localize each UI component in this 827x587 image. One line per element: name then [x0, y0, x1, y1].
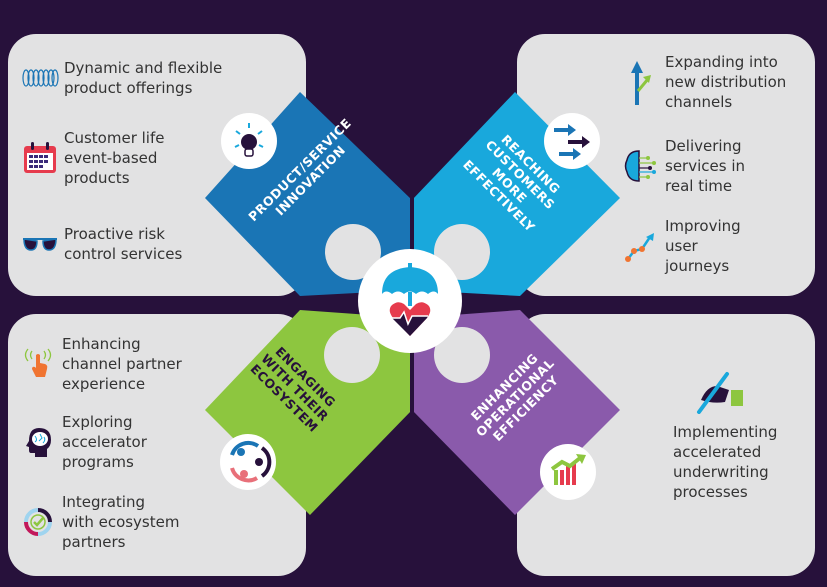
- item-line: Proactive risk: [64, 225, 165, 243]
- item-line: Implementing: [673, 423, 778, 441]
- split-arrow-icon: [621, 61, 661, 105]
- item-line: Integrating: [62, 493, 145, 511]
- item-line: Improving: [665, 217, 741, 235]
- item-line: control services: [64, 245, 183, 263]
- list-item: Exploring accelerator programs: [18, 412, 147, 472]
- item-line: Dynamic and flexible: [64, 59, 223, 77]
- item-line: channels: [665, 93, 733, 111]
- item-line: services in: [665, 157, 745, 175]
- tap-signal-icon: [18, 344, 58, 384]
- calendar-icon: [20, 138, 60, 178]
- item-line: accelerated: [673, 443, 762, 461]
- item-line: accelerator: [62, 433, 147, 451]
- list-item: Integrating with ecosystem partners: [18, 492, 179, 552]
- item-line: partners: [62, 533, 126, 551]
- list-item: Customer life event-based products: [20, 128, 164, 188]
- list-item: Delivering services in real time: [621, 136, 745, 196]
- list-item: Improving user journeys: [621, 216, 741, 276]
- item-line: Delivering: [665, 137, 742, 155]
- item-line: experience: [62, 375, 146, 393]
- sunglasses-icon: [20, 224, 60, 264]
- lightbulb-icon: [221, 113, 277, 169]
- item-line: channel partner: [62, 355, 182, 373]
- digital-brain-icon: [621, 146, 661, 186]
- umbrella-heart-icon: [358, 249, 462, 353]
- item-line: new distribution: [665, 73, 787, 91]
- item-line: Enhancing: [62, 335, 141, 353]
- arrows-icon: [544, 113, 600, 169]
- list-item: Proactive risk control services: [20, 224, 182, 264]
- spring-coil-icon: [20, 58, 60, 98]
- item-line: product offerings: [64, 79, 193, 97]
- item-line: programs: [62, 453, 134, 471]
- list-item: Dynamic and flexible product offerings: [20, 58, 222, 98]
- list-item: Expanding into new distribution channels: [621, 52, 786, 112]
- item-line: user: [665, 237, 698, 255]
- item-line: with ecosystem: [62, 513, 180, 531]
- item-line: Customer life: [64, 129, 165, 147]
- people-circle-icon: [220, 434, 276, 490]
- list-item: Enhancing channel partner experience: [18, 334, 182, 394]
- growth-chart-icon: [540, 444, 596, 500]
- tile-operational-efficiency: [412, 310, 620, 515]
- item-line: Exploring: [62, 413, 133, 431]
- item-line: processes: [673, 483, 748, 501]
- item-line: Expanding into: [665, 53, 778, 71]
- item-line: journeys: [665, 257, 730, 275]
- tile-engaging-ecosystem: [205, 310, 412, 515]
- check-cycle-icon: [18, 502, 58, 542]
- signing-hand-icon: [695, 370, 747, 418]
- panel-bottom-right: Implementing accelerated underwriting pr…: [517, 314, 815, 576]
- item-line: real time: [665, 177, 733, 195]
- item-line: underwriting: [673, 463, 769, 481]
- item-line: products: [64, 169, 130, 187]
- head-brain-icon: [18, 422, 58, 462]
- item-line: event-based: [64, 149, 158, 167]
- trend-line-icon: [621, 226, 661, 266]
